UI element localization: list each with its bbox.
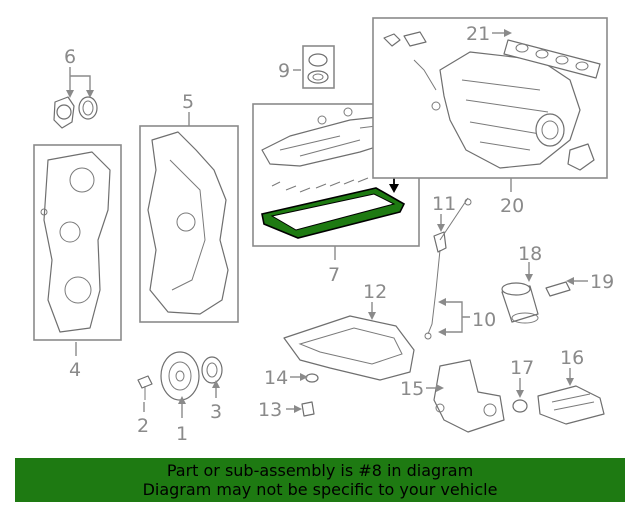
part-3-front-seal[interactable] xyxy=(201,356,223,384)
callout-2[interactable]: 2 xyxy=(137,415,149,437)
callout-13[interactable]: 13 xyxy=(258,399,282,421)
callout-15[interactable]: 15 xyxy=(400,378,424,400)
part-20-intake-manifold[interactable] xyxy=(383,31,595,171)
part-16-baffle-plate[interactable] xyxy=(537,385,605,425)
part-13-drain-plug[interactable] xyxy=(301,401,315,417)
engine-parts-diagram: 6 4 5 9 8 7 xyxy=(33,17,614,445)
part-8-valve-cover-gasket[interactable] xyxy=(261,187,406,239)
part-15-bracket[interactable] xyxy=(433,359,505,433)
part-18-oil-filter[interactable] xyxy=(501,282,539,324)
callout-3[interactable]: 3 xyxy=(210,401,222,423)
callout-11[interactable]: 11 xyxy=(432,193,456,215)
callout-1[interactable]: 1 xyxy=(176,423,188,445)
callout-21[interactable]: 21 xyxy=(466,23,490,45)
callout-10[interactable]: 10 xyxy=(472,309,496,331)
part-11-dipstick[interactable] xyxy=(433,197,472,253)
part-2-pulley-bolt[interactable] xyxy=(137,375,153,400)
banner-line-disclaimer: Diagram may not be specific to your vehi… xyxy=(142,480,498,499)
callout-12[interactable]: 12 xyxy=(363,281,387,303)
callout-20[interactable]: 20 xyxy=(500,195,524,217)
part-5-chain-case[interactable] xyxy=(147,131,229,315)
part-1-crank-pulley[interactable] xyxy=(160,351,200,401)
part-6-seal-plate[interactable] xyxy=(53,96,98,129)
part-19-union[interactable] xyxy=(545,281,571,297)
callout-16[interactable]: 16 xyxy=(560,347,584,369)
part-10-dipstick-guide[interactable] xyxy=(424,249,441,340)
part-7-valve-cover[interactable] xyxy=(261,107,403,193)
info-banner: Part or sub-assembly is #8 in diagram Di… xyxy=(15,458,625,502)
part-17-o-ring[interactable] xyxy=(512,399,528,413)
callout-14[interactable]: 14 xyxy=(264,367,288,389)
callout-17[interactable]: 17 xyxy=(510,357,534,379)
callout-6[interactable]: 6 xyxy=(64,46,76,68)
part-14-washer[interactable] xyxy=(305,373,319,383)
callout-7[interactable]: 7 xyxy=(328,264,340,286)
callout-5[interactable]: 5 xyxy=(182,91,194,113)
part-12-oil-pan[interactable] xyxy=(283,315,415,381)
callout-9[interactable]: 9 xyxy=(278,60,290,82)
part-9-oil-cap[interactable] xyxy=(307,53,329,84)
banner-line-part: Part or sub-assembly is #8 in diagram xyxy=(166,461,474,480)
part-21-intake-gasket[interactable] xyxy=(503,39,601,79)
part-4-timing-cover[interactable] xyxy=(40,151,111,333)
callout-18[interactable]: 18 xyxy=(518,243,542,265)
callout-4[interactable]: 4 xyxy=(69,359,81,381)
callout-19[interactable]: 19 xyxy=(590,271,614,293)
